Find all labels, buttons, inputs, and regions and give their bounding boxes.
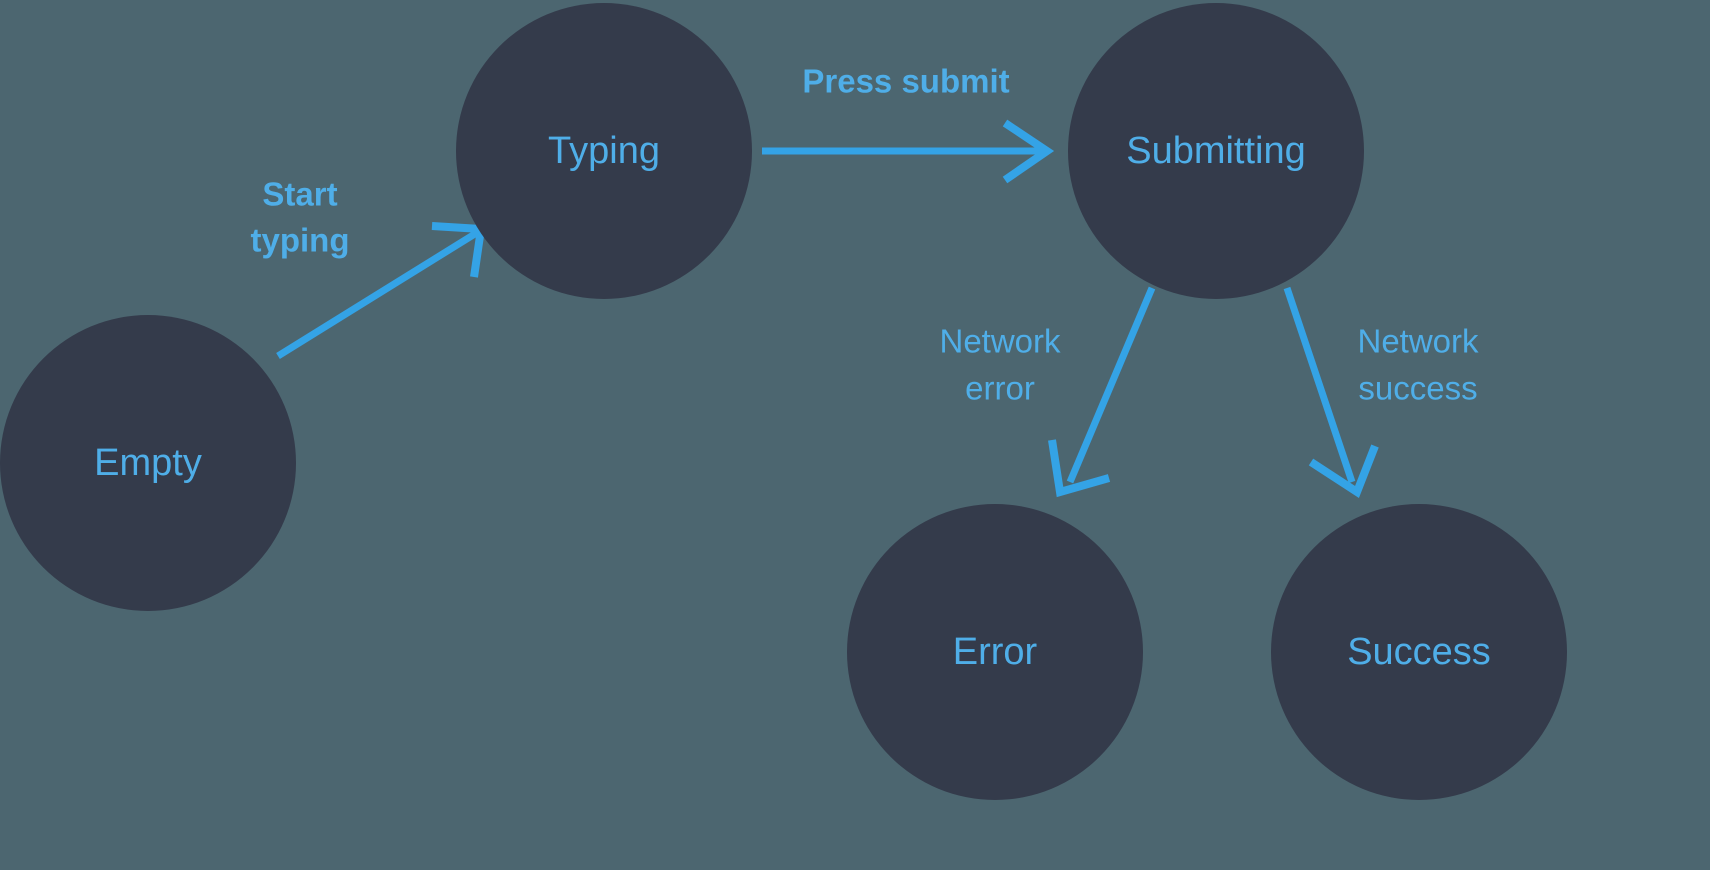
state-node-typing[interactable]: Typing bbox=[456, 3, 752, 299]
edge-label-start-typing: Start typing bbox=[251, 176, 350, 259]
edge-label-network-success-line1: Network bbox=[1357, 323, 1479, 360]
edge-press-submit bbox=[762, 119, 1055, 184]
edge-press-submit-arrowhead bbox=[1002, 119, 1055, 184]
edge-label-network-success-line2: success bbox=[1358, 370, 1477, 407]
edge-network-success-arrowhead bbox=[1308, 444, 1379, 499]
edge-label-start-typing-line2: typing bbox=[251, 222, 350, 259]
edge-label-start-typing-line1: Start bbox=[262, 176, 337, 213]
state-node-error[interactable]: Error bbox=[847, 504, 1143, 800]
state-label-error: Error bbox=[953, 631, 1038, 673]
state-circle-success[interactable] bbox=[1271, 504, 1567, 800]
edge-network-error-arrowhead bbox=[1048, 439, 1111, 498]
state-node-submitting[interactable]: Submitting bbox=[1068, 3, 1364, 299]
edge-label-press-submit: Press submit bbox=[802, 63, 1009, 100]
edge-label-network-error-line2: error bbox=[965, 370, 1035, 407]
state-label-success: Success bbox=[1347, 631, 1491, 673]
state-node-empty[interactable]: Empty bbox=[0, 315, 296, 611]
edge-network-error-line bbox=[1066, 286, 1156, 484]
state-label-typing: Typing bbox=[548, 130, 660, 172]
edge-network-success bbox=[1283, 286, 1379, 499]
edge-network-error bbox=[1048, 286, 1156, 498]
state-circle-empty[interactable] bbox=[0, 315, 296, 611]
state-circle-typing[interactable] bbox=[456, 3, 752, 299]
state-circle-error[interactable] bbox=[847, 504, 1143, 800]
edge-label-network-error-line1: Network bbox=[939, 323, 1061, 360]
edge-network-success-line bbox=[1283, 286, 1356, 484]
state-node-success[interactable]: Success bbox=[1271, 504, 1567, 800]
edge-label-press-submit-line1: Press submit bbox=[802, 63, 1009, 100]
edge-start-typing-line bbox=[276, 229, 480, 359]
edge-label-network-error: Network error bbox=[939, 323, 1061, 407]
state-label-submitting: Submitting bbox=[1126, 130, 1306, 172]
state-label-empty: Empty bbox=[94, 442, 202, 484]
edge-label-network-success: Network success bbox=[1357, 323, 1479, 407]
state-circle-submitting[interactable] bbox=[1068, 3, 1364, 299]
